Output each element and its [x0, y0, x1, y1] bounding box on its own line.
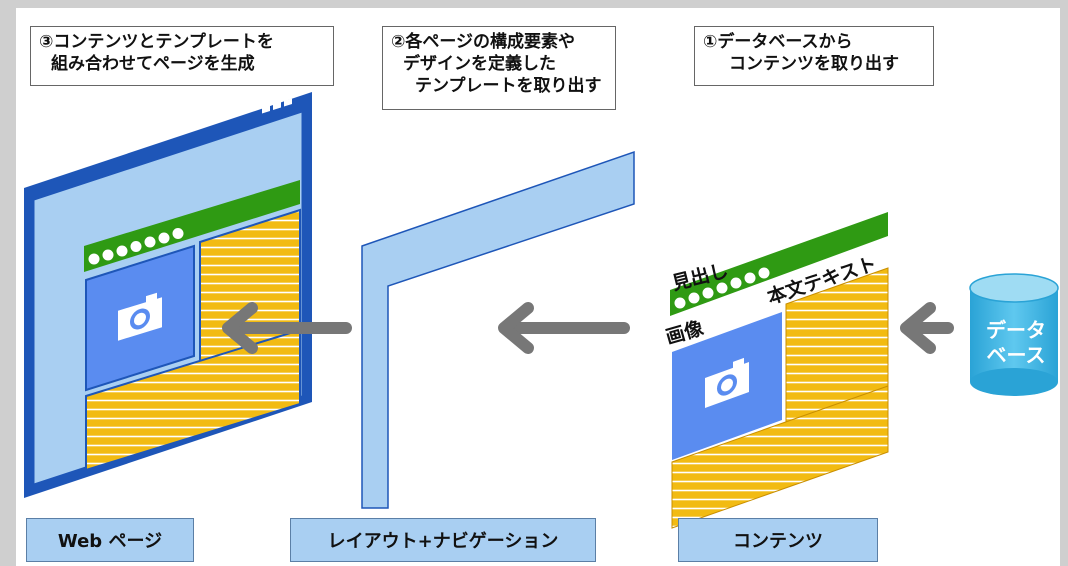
template-frame-shape: [361, 150, 635, 509]
label-contents: コンテンツ: [678, 518, 878, 562]
callout-step3-line1: ③コンテンツとテンプレートを: [39, 32, 274, 52]
callout-step1: ①データベースから コンテンツを取り出す: [694, 26, 934, 86]
callout-step2-line1: ②各ページの構成要素や: [391, 32, 576, 52]
callout-step1-line2: コンテンツを取り出す: [729, 54, 899, 74]
label-webpage: Web ページ: [26, 518, 194, 562]
arrow-left-icon: [498, 302, 630, 354]
callout-step3-line2: 組み合わせてページを生成: [51, 54, 255, 74]
arrow-left-icon: [222, 302, 352, 354]
label-layout-navigation: レイアウト+ナビゲーション: [290, 518, 596, 562]
heading-bullets: [87, 227, 185, 266]
frame-border-top: [0, 0, 1068, 8]
database-label-line1: データ: [986, 318, 1046, 342]
database-icon: データ ベース: [969, 273, 1059, 396]
frame-border-right: [1060, 0, 1068, 566]
arrow-left-icon: [900, 302, 954, 354]
callout-step1-line1: ①データベースから: [703, 32, 853, 52]
callout-step2: ②各ページの構成要素や デザインを定義した テンプレートを取り出す: [382, 26, 616, 110]
layout-template-illustration: [361, 150, 635, 509]
frame-border-left: [0, 0, 16, 566]
contents-bullets: [673, 266, 771, 310]
contents-text-bottom: [671, 385, 889, 529]
callout-step2-line2: デザインを定義した: [403, 54, 556, 74]
camera-icon: [118, 292, 162, 341]
window-buttons: [262, 98, 292, 114]
database-label-line2: ベース: [987, 343, 1046, 367]
callout-step3: ③コンテンツとテンプレートを 組み合わせてページを生成: [30, 26, 334, 86]
camera-icon: [705, 357, 749, 409]
page-text-bottom: [85, 328, 301, 472]
webpage-illustration: [24, 92, 312, 498]
callout-step2-line3: テンプレートを取り出す: [415, 76, 602, 96]
contents-illustration: 見出し 本文テキスト 画像: [663, 212, 889, 529]
